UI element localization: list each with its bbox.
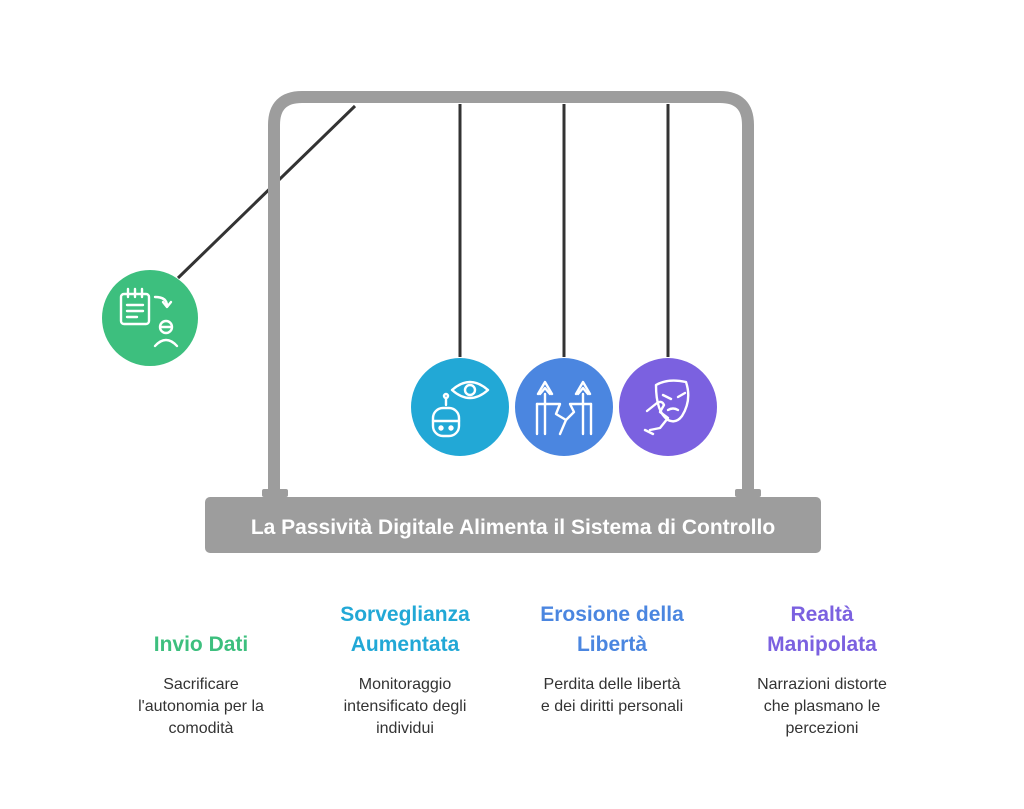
label-description: Narrazioni distorte che plasmano le perc… [757, 676, 887, 737]
label-title: Invio Dati [153, 633, 249, 656]
pendulum-ball-realta [619, 358, 717, 456]
label-sorveglianza: Sorveglianza Aumentata Monitoraggio inte… [310, 600, 500, 740]
base-bar [205, 497, 821, 553]
pendulum-string-1 [176, 104, 357, 280]
data-transfer-icon [119, 287, 179, 348]
pendulum-ball-erosione [515, 358, 613, 456]
pendulum-ball-sorveglianza [411, 358, 509, 456]
surveillance-eye-robot-icon [431, 380, 490, 438]
label-realta: Realtà Manipolata Narrazioni distorte ch… [727, 600, 917, 740]
mask-icon [643, 379, 690, 436]
diagram-title: La Passività Digitale Alimenta il Sistem… [251, 516, 775, 539]
label-invio-dati: Invio Dati Sacrificare l'autonomia per l… [106, 630, 296, 740]
cradle-frame [268, 91, 754, 493]
label-title: Erosione della Libertà [540, 603, 684, 656]
label-description: Monitoraggio intensificato degli individ… [343, 676, 467, 737]
frame-foot-right [735, 489, 761, 497]
label-erosione: Erosione della Libertà Perdita delle lib… [517, 600, 707, 718]
label-title: Sorveglianza Aumentata [340, 603, 470, 656]
label-description: Perdita delle libertà e dei diritti pers… [540, 676, 684, 715]
pendulum-ball-invio-dati [102, 270, 198, 366]
label-description: Sacrificare l'autonomia per la comodità [138, 676, 264, 737]
label-title: Realtà Manipolata [767, 603, 877, 656]
broken-freedom-icon [535, 380, 593, 436]
